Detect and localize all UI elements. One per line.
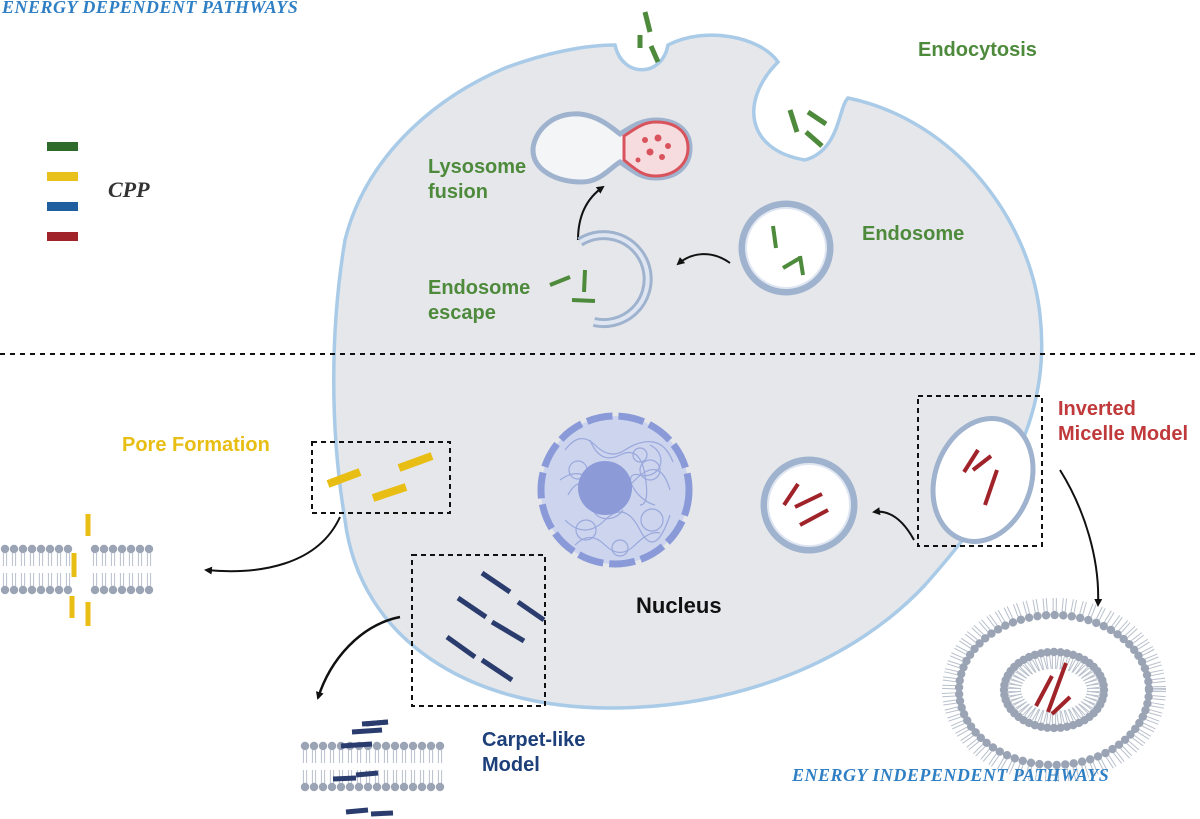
carpet-model-label-1: Carpet-like — [482, 729, 586, 751]
pore-formation-box — [311, 441, 451, 514]
carpet-bilayer — [300, 719, 445, 817]
energy-independent-title: ENERGY INDEPENDENT PATHWAYS — [792, 765, 1110, 785]
arrow-pore-to-bilayer — [204, 516, 341, 575]
pore-formation-label: Pore Formation — [122, 434, 270, 456]
micelle-liposome — [941, 597, 1167, 783]
arrow-escape-to-lysosome — [577, 185, 605, 241]
legend-swatch-red — [47, 232, 78, 241]
micelle-membrane-oval — [930, 416, 1036, 544]
endosome-escape-label-1: Endosome — [428, 277, 531, 299]
carpet-cpp-group — [445, 570, 546, 683]
endosome-escape-figure — [549, 230, 653, 329]
cell-membrane — [332, 33, 1044, 710]
legend-swatch-green — [47, 142, 78, 151]
lysosome-fusion-figure — [530, 111, 693, 185]
inverted-micelle-label-2: Micelle Model — [1058, 423, 1189, 445]
lysosome-fusion-label-2: fusion — [428, 181, 488, 203]
arrow-micelle-to-vesicle — [872, 507, 915, 541]
endocytosis-cpp-group — [637, 11, 828, 148]
legend-swatch-blue — [47, 202, 78, 211]
energy-dependent-title: ENERGY DEPENDENT PATHWAYS — [2, 0, 299, 17]
endosome-escape-label-2: escape — [428, 302, 496, 324]
nucleus-figure — [537, 412, 693, 568]
inverted-micelle-label-1: Inverted — [1058, 398, 1136, 420]
carpet-model-label-2: Model — [482, 754, 540, 776]
legend-label: CPP — [108, 177, 150, 202]
lysosome-fusion-label-1: Lysosome — [428, 156, 527, 178]
legend-swatch-yellow — [47, 172, 78, 181]
carpet-model-box — [411, 554, 546, 707]
arrow-carpet-to-bilayer — [315, 615, 401, 700]
endocytosis-label: Endocytosis — [918, 39, 1037, 61]
pore-cpp-group — [326, 452, 434, 502]
micelle-model-box — [917, 395, 1043, 547]
pore-bilayer — [0, 514, 154, 626]
micelle-vesicle-inner — [760, 456, 858, 554]
arrow-micelle-to-liposome — [1059, 469, 1103, 607]
endosome-label: Endosome — [862, 223, 965, 245]
nucleus-label: Nucleus — [636, 593, 722, 618]
endosome-figure — [738, 200, 834, 296]
arrow-endosome-to-escape — [676, 253, 731, 266]
